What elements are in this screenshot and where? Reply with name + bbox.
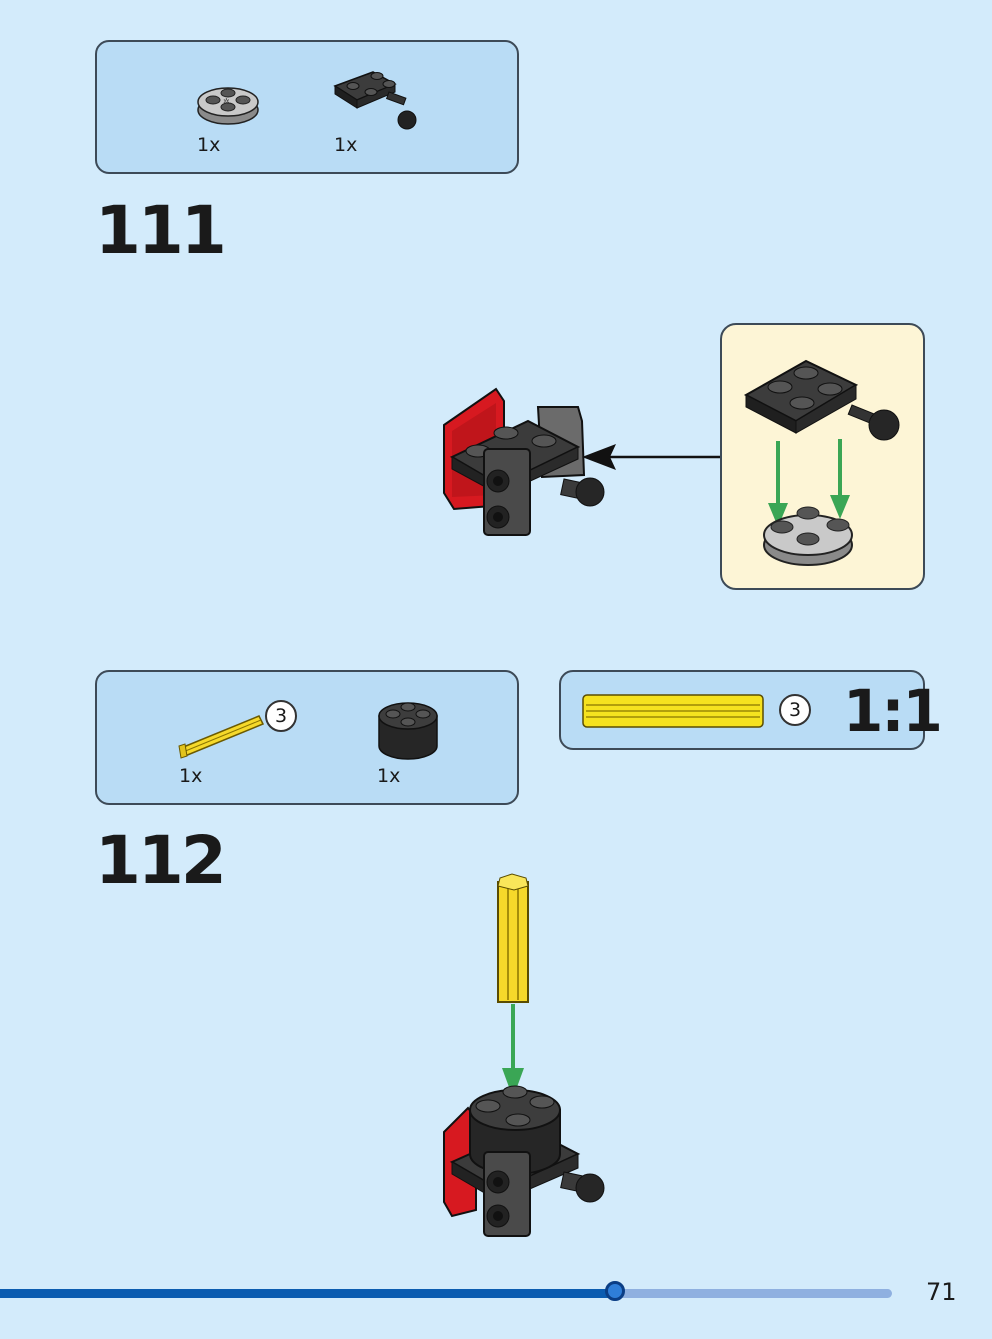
tow-ball-plate-icon — [333, 71, 417, 130]
scale-reference-box: 3 1:1 — [559, 670, 943, 750]
progress-knob — [605, 1281, 626, 1301]
page-number: 71 — [926, 1278, 957, 1306]
assembly-arrow — [582, 444, 720, 470]
parts-list-111: ✲ 1x 1x — [95, 40, 519, 174]
scale-length-marker: 3 — [779, 694, 811, 726]
step-111-model — [443, 387, 605, 536]
parts-list-112: 3 1x 1x — [95, 670, 519, 805]
axle-length-marker: 3 — [265, 700, 297, 732]
progress-fill — [0, 1289, 616, 1298]
step-number-112: 112 — [95, 822, 227, 899]
round-plate-gray-icon: ✲ — [197, 87, 259, 125]
part-qty: 1x — [334, 134, 358, 156]
axle-scale-bar — [582, 694, 764, 728]
part-qty: 1x — [377, 765, 401, 787]
subassembly-callout — [720, 323, 925, 590]
part-qty: 1x — [179, 765, 203, 787]
subassembly-illustration — [743, 359, 900, 566]
yellow-axle-icon — [178, 715, 265, 759]
step-112-model — [443, 873, 605, 1237]
round-brick-black-icon — [378, 702, 438, 760]
part-qty: 1x — [197, 134, 221, 156]
step-number-111: 111 — [95, 192, 227, 269]
progress-bar — [0, 1281, 892, 1301]
svg-text:✲: ✲ — [223, 97, 230, 106]
scale-ratio: 1:1 — [843, 677, 943, 745]
